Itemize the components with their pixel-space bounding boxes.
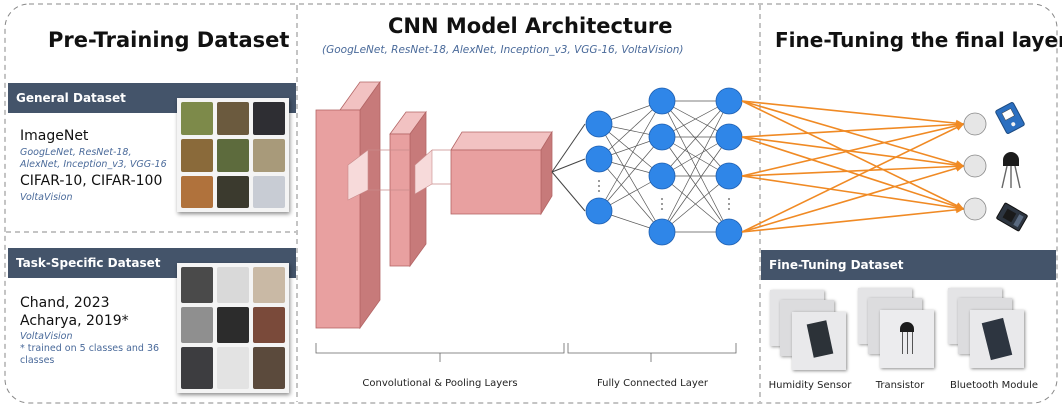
imagenet-label: ImageNet bbox=[20, 128, 89, 144]
task-ref-chand: Chand, 2023 bbox=[20, 295, 110, 311]
finetune-edge bbox=[741, 136, 965, 210]
finetune-edge bbox=[741, 208, 965, 233]
transistor-icon bbox=[1001, 152, 1021, 189]
conv-block-1 bbox=[315, 80, 381, 330]
conv-pooling-caption: Convolutional & Pooling Layers bbox=[362, 378, 518, 389]
fc-node-layer-2 bbox=[648, 123, 676, 151]
fc-edge bbox=[598, 158, 663, 233]
output-node bbox=[963, 197, 987, 221]
fc-node-layer-1 bbox=[585, 110, 613, 138]
ellipsis-dot bbox=[661, 208, 663, 210]
fc-edge bbox=[661, 100, 730, 233]
fc-edge bbox=[598, 123, 663, 233]
fc-edge bbox=[661, 175, 730, 233]
task-footnote: * trained on 5 classes and 36 classes bbox=[20, 343, 160, 366]
transistor-caption: Transistor bbox=[875, 380, 925, 391]
ellipsis-dot bbox=[598, 185, 600, 187]
finetune-arrowhead bbox=[955, 124, 964, 131]
output-node bbox=[963, 154, 987, 178]
flatten-arrows bbox=[551, 123, 586, 212]
humidity-sensor-caption: Humidity Sensor bbox=[768, 380, 852, 391]
fc-node-layer-1 bbox=[585, 197, 613, 225]
ellipsis-dot bbox=[728, 203, 730, 205]
fc-layer-caption: Fully Connected Layer bbox=[596, 378, 709, 389]
fc-edge bbox=[598, 100, 663, 212]
conv-block-2 bbox=[389, 110, 433, 268]
fc-node-layer-1 bbox=[585, 145, 613, 173]
finetune-edge bbox=[741, 100, 965, 167]
bluetooth-module-icon bbox=[996, 202, 1028, 232]
fc-node-layer-2 bbox=[648, 162, 676, 190]
finetune-edge bbox=[741, 175, 965, 210]
fc-edge bbox=[598, 136, 663, 212]
ellipsis-dot bbox=[728, 198, 730, 200]
finetune-edge bbox=[741, 100, 965, 125]
cnn-models-subtitle: (GoogLeNet, ResNet-18, AlexNet, Inceptio… bbox=[322, 44, 684, 56]
task-ref-model: VoltaVision bbox=[20, 331, 73, 342]
cnn-architecture-graphic bbox=[315, 80, 743, 362]
ellipsis-dot bbox=[728, 208, 730, 210]
ellipsis-dot bbox=[598, 180, 600, 182]
humidity-sensor-image-stack bbox=[770, 290, 850, 375]
fc-node-layer-2 bbox=[648, 218, 676, 246]
ellipsis-dot bbox=[598, 190, 600, 192]
imagenet-models-line1: GoogLeNet, ResNet-18, bbox=[20, 147, 132, 158]
humidity-sensor-icon bbox=[995, 102, 1025, 134]
finetune-edge bbox=[741, 100, 965, 210]
cnn-architecture-title: CNN Model Architecture bbox=[388, 14, 673, 38]
transistor-image-stack bbox=[858, 288, 938, 373]
ellipsis-dot bbox=[661, 203, 663, 205]
finetuning-title: Fine-Tuning the final layer bbox=[775, 28, 1062, 52]
task-ref-acharya: Acharya, 2019* bbox=[20, 313, 129, 329]
bluetooth-module-image-stack bbox=[948, 288, 1028, 373]
finetune-edge bbox=[741, 136, 965, 167]
bluetooth-module-caption: Bluetooth Module bbox=[949, 380, 1039, 391]
finetune-edge bbox=[741, 123, 965, 233]
task-dataset-image-collage bbox=[177, 263, 289, 393]
imagenet-models-line2: AlexNet, Inception_v3, VGG-16 bbox=[20, 159, 167, 170]
finetune-output-graphic bbox=[741, 100, 1028, 233]
finetune-arrowhead bbox=[955, 164, 964, 172]
general-dataset-image-collage bbox=[177, 98, 289, 212]
pretraining-title: Pre-Training Dataset bbox=[48, 28, 290, 52]
fc-edge bbox=[661, 100, 730, 177]
finetuning-dataset-band: Fine-Tuning Dataset bbox=[761, 250, 1056, 280]
finetune-arrowhead bbox=[955, 206, 964, 214]
conv-block-3 bbox=[450, 130, 553, 216]
fc-brace bbox=[567, 343, 737, 362]
fc-edge bbox=[598, 123, 663, 177]
finetune-edge bbox=[741, 123, 965, 177]
output-node bbox=[963, 112, 987, 136]
fc-edge bbox=[598, 100, 663, 160]
cifar-models: VoltaVision bbox=[20, 192, 73, 203]
ellipsis-dot bbox=[661, 198, 663, 200]
finetune-edge bbox=[741, 165, 965, 177]
cifar-label: CIFAR-10, CIFAR-100 bbox=[20, 173, 163, 189]
conv-brace bbox=[315, 343, 565, 362]
fc-node-layer-2 bbox=[648, 87, 676, 115]
fc-edge bbox=[661, 136, 730, 233]
finetune-edge bbox=[741, 165, 965, 233]
finetune-edge bbox=[741, 123, 965, 138]
